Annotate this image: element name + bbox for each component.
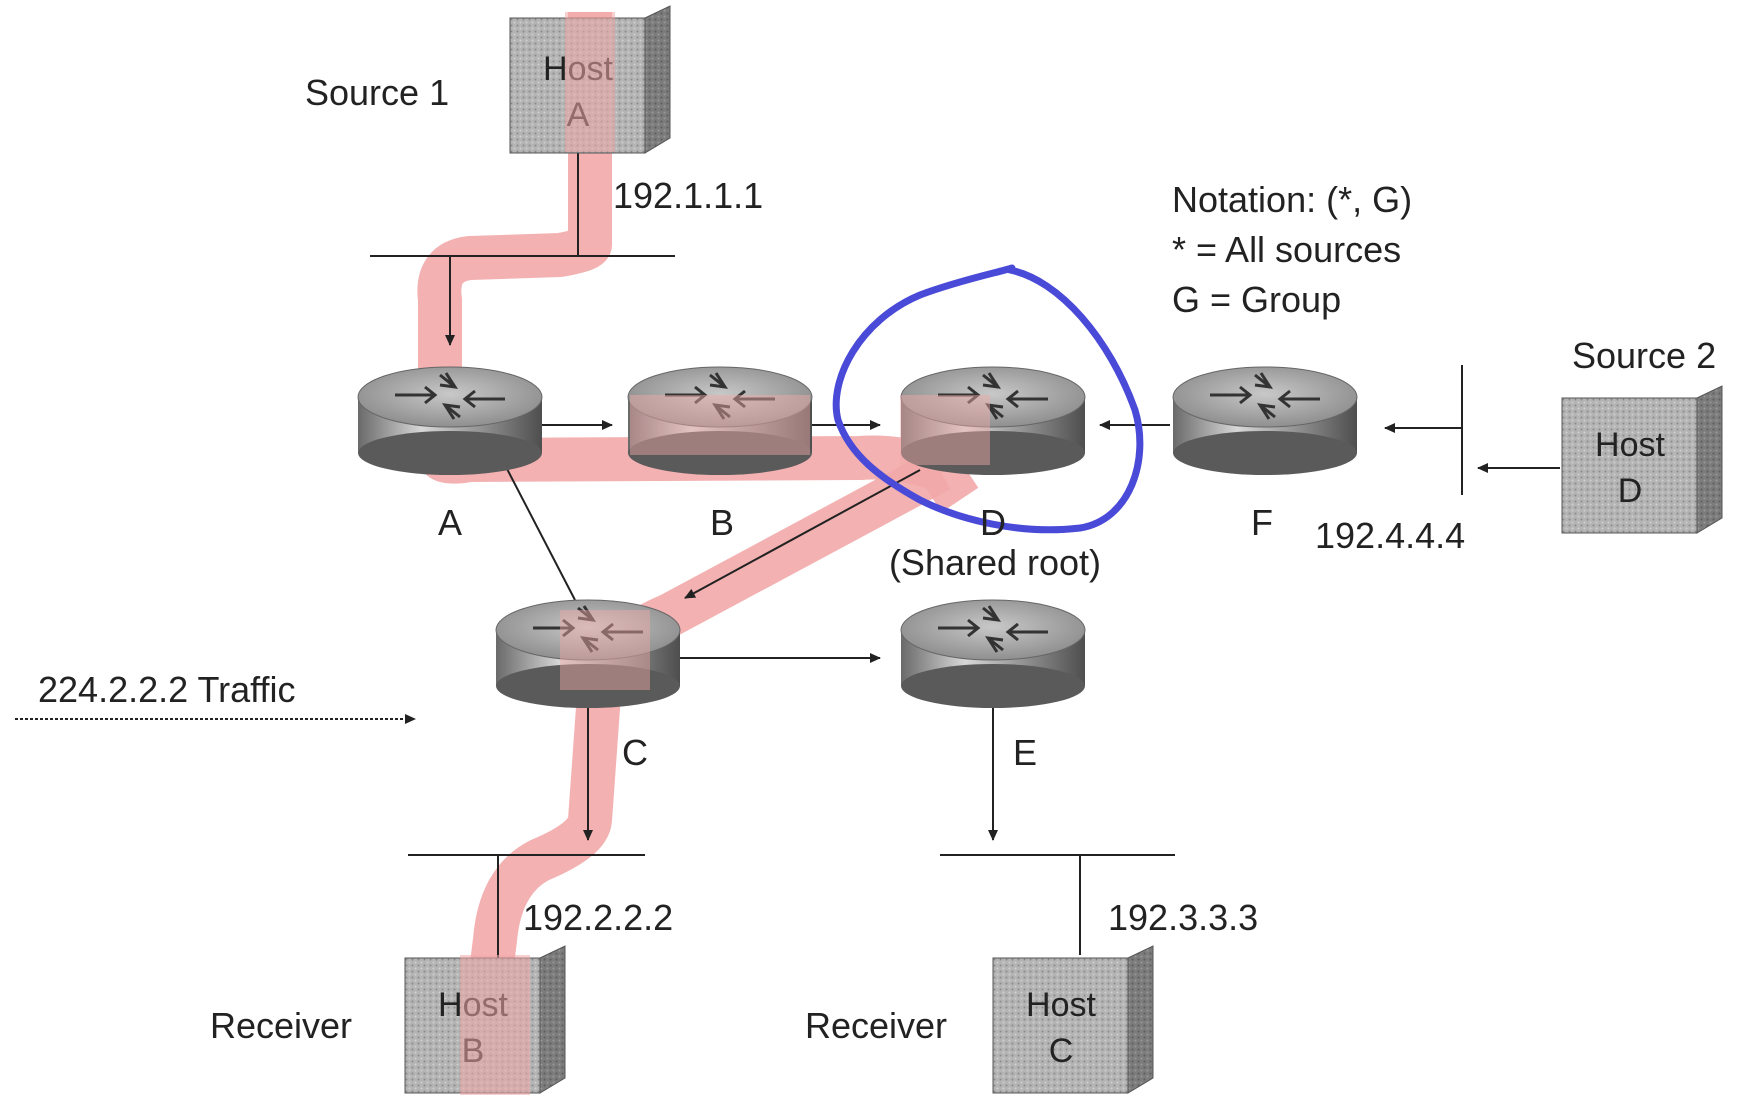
notation-line3: G = Group [1172, 279, 1341, 320]
source1-label: Source 1 [305, 72, 449, 113]
host-c: Host C [992, 945, 1154, 1094]
host-d-line1: Host [1595, 426, 1665, 464]
address-net1: 192.1.1.1 [613, 175, 763, 216]
router-highlight-overlay [560, 395, 990, 690]
router-d-label: D [980, 502, 1006, 543]
router-F [1172, 366, 1358, 475]
router-arrows-icon [395, 372, 505, 420]
shared-root-circle-annotation [832, 264, 1144, 534]
host-c-line2: C [1049, 1032, 1074, 1070]
notation-line2: * = All sources [1172, 229, 1401, 270]
flow-arrows [15, 256, 1560, 841]
router-E [900, 599, 1086, 708]
router-arrows-icon [1210, 372, 1320, 420]
router-c-label: C [622, 732, 648, 773]
arrow-D-to-C [684, 469, 921, 599]
legend-traffic-label: 224.2.2.2 Traffic [38, 669, 296, 710]
receiver-c-label: Receiver [805, 1005, 947, 1046]
host-d: Host D [1561, 385, 1723, 534]
address-net4: 192.4.4.4 [1315, 515, 1465, 556]
router-f-label: F [1251, 502, 1273, 543]
router-A [357, 366, 543, 475]
address-net3: 192.3.3.3 [1108, 897, 1258, 938]
router-D [900, 366, 1086, 475]
host-c-line1: Host [1026, 986, 1096, 1024]
router-a-label: A [438, 502, 462, 543]
router-arrows-icon [533, 605, 643, 653]
host-highlight-overlay [460, 12, 615, 1095]
router-B [627, 366, 813, 475]
router-C [495, 599, 681, 708]
address-net2: 192.2.2.2 [523, 897, 673, 938]
notation-line1: Notation: (*, G) [1172, 179, 1412, 220]
router-arrows-icon [938, 605, 1048, 653]
receiver-b-label: Receiver [210, 1005, 352, 1046]
traffic-highlight-path [417, 12, 979, 1063]
router-d-note: (Shared root) [889, 542, 1101, 583]
router-b-label: B [710, 502, 734, 543]
router-e-label: E [1013, 732, 1037, 773]
router-arrows-icon [938, 372, 1048, 420]
network-segments [370, 140, 1463, 975]
router-arrows-icon [665, 372, 775, 420]
source2-label: Source 2 [1572, 335, 1716, 376]
link-A-C [504, 464, 576, 601]
host-d-line2: D [1618, 472, 1643, 510]
